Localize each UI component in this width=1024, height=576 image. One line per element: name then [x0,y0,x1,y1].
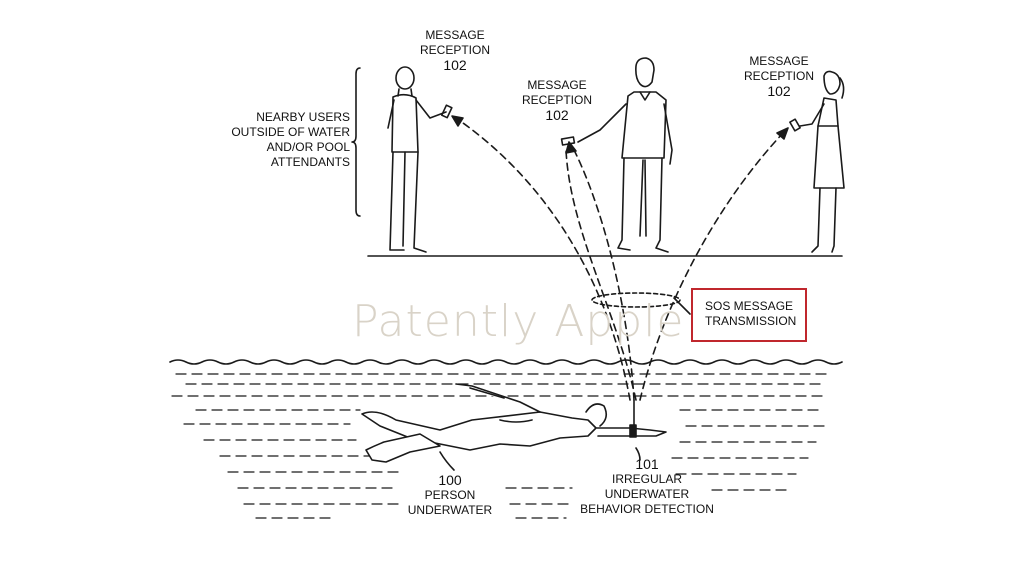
watermark-text: Patently Apple [352,296,685,347]
person-underwater-label: 100 PERSON UNDERWATER [400,473,500,518]
person-left-figure [387,66,453,253]
sos-line-1: SOS MESSAGE [705,299,794,313]
person-line-1: PERSON [424,488,476,502]
sos-signal-ring [591,292,681,308]
arrow-head-left [451,115,464,127]
reception-left-line-2: RECEPTION [419,43,490,57]
reception-center-line-2: RECEPTION [521,93,592,107]
detection-line-1: IRREGULAR [611,472,682,486]
reception-left-ref: 102 [443,57,467,73]
leader-line-100 [439,451,455,471]
reception-center-ref: 102 [545,107,569,123]
detection-ref: 101 [635,456,659,472]
reception-right-line-2: RECEPTION [743,69,814,83]
nearby-users-line-4: ATTENDANTS [270,155,350,169]
nearby-users-line-1: NEARBY USERS [256,110,350,124]
water-surface [169,359,843,365]
reception-label-left: MESSAGE RECEPTION 102 [410,28,500,73]
arrow-head-center [565,141,577,154]
reception-label-right: MESSAGE RECEPTION 102 [734,54,824,99]
swimmer-figure [361,383,667,463]
reception-label-center: MESSAGE RECEPTION 102 [512,78,602,123]
detection-line-2: UNDERWATER [604,487,690,501]
users-bracket [351,67,361,217]
reception-center-line-1: MESSAGE [527,78,587,92]
wrist-device [629,424,637,438]
person-right-figure [789,70,845,253]
transmission-arcs [455,117,785,401]
leader-line-101 [635,447,641,461]
sos-transmission-box: SOS MESSAGE TRANSMISSION [691,288,807,342]
person-ref: 100 [438,472,462,488]
sos-leader-line [673,297,691,315]
reception-right-ref: 102 [767,83,791,99]
person-line-2: UNDERWATER [407,503,493,517]
nearby-users-label: NEARBY USERS OUTSIDE OF WATER AND/OR POO… [228,110,350,170]
detection-line-3: BEHAVIOR DETECTION [580,502,714,516]
nearby-users-line-2: OUTSIDE OF WATER [231,125,350,139]
sos-line-2: TRANSMISSION [705,314,797,328]
water-dashes [171,373,831,519]
nearby-users-line-3: AND/OR POOL [266,140,350,154]
reception-left-line-1: MESSAGE [425,28,485,42]
arrow-head-right [776,127,789,140]
reception-right-line-1: MESSAGE [749,54,809,68]
behavior-detection-label: 101 IRREGULAR UNDERWATER BEHAVIOR DETECT… [572,457,722,517]
